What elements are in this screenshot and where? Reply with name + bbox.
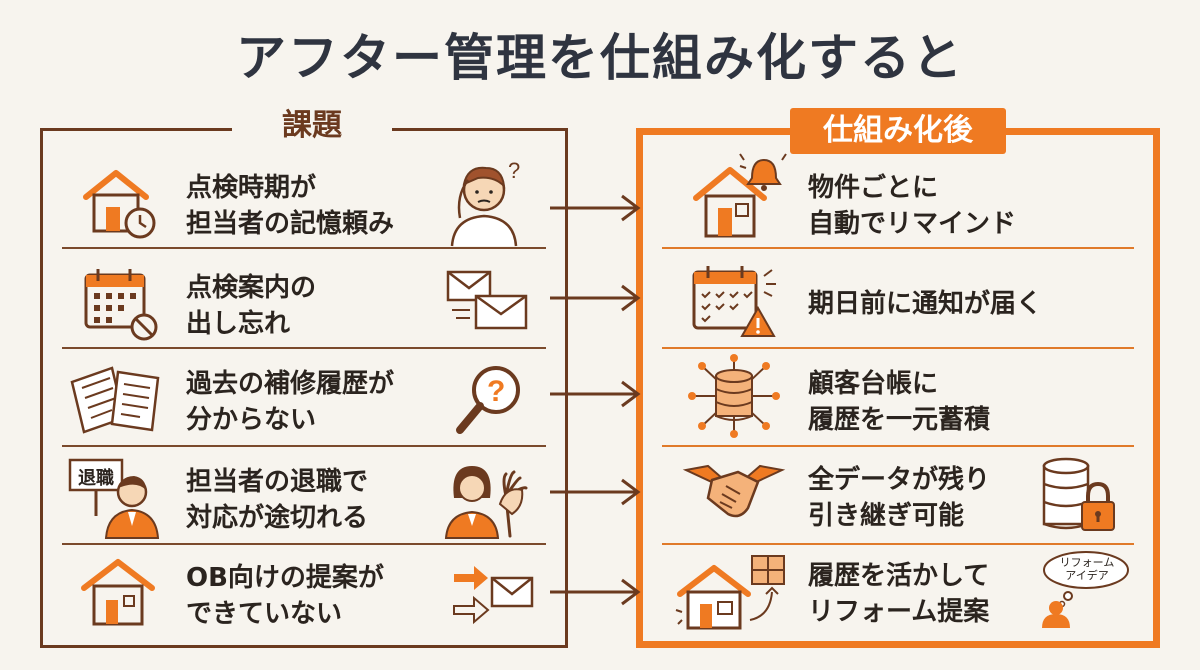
solution-text-4b: 引き継ぎ可能 <box>808 501 965 531</box>
calendar-alert-icon <box>692 266 776 337</box>
divider <box>62 445 546 447</box>
problem-text-1b: 担当者の記憶頼み <box>186 209 395 239</box>
waving-woman-icon <box>444 466 528 539</box>
problem-text-3b: 分からない <box>186 405 317 435</box>
house-icon <box>81 559 155 626</box>
problem-text-3a: 過去の補修履歴が <box>186 369 395 399</box>
confused-person-icon: ? <box>450 158 520 247</box>
documents-icon <box>70 366 160 434</box>
calendar-cancel-icon <box>84 269 158 341</box>
arrow-icon <box>550 478 641 506</box>
solutions-header: 仕組み化後 <box>790 108 1006 154</box>
problem-text-4a: 担当者の退職で <box>186 467 369 497</box>
database-lock-icon <box>1042 457 1115 531</box>
problem-text-2b: 出し忘れ <box>186 309 291 339</box>
solution-text-3b: 履歴を一元蓄積 <box>808 405 991 435</box>
retiring-person-icon <box>68 458 160 539</box>
bubble-text-2: アイデア <box>1065 569 1109 582</box>
handshake-icon <box>682 464 786 518</box>
svg-text:?: ? <box>487 375 505 408</box>
arrow-icon <box>550 194 641 222</box>
house-bell-icon <box>693 153 787 238</box>
problem-text-5b: できていない <box>186 599 343 629</box>
magnifier-icon: ? <box>456 366 520 434</box>
divider <box>62 543 546 545</box>
solution-text-5a: 履歴を活かして <box>808 561 990 591</box>
divider <box>662 247 1134 249</box>
solution-text-5b: リフォーム提案 <box>808 597 990 627</box>
arrow-icon <box>550 578 641 606</box>
database-network-icon <box>688 354 780 438</box>
divider <box>62 347 546 349</box>
send-arrows-mail-icon <box>453 566 534 625</box>
envelopes-icon <box>446 270 528 330</box>
arrow-icon <box>550 380 641 408</box>
divider <box>662 543 1134 545</box>
solution-text-4a: 全データが残り <box>808 465 991 495</box>
arrow-icon <box>550 284 641 312</box>
divider <box>62 247 546 249</box>
problems-header: 課題 <box>232 106 392 146</box>
divider <box>662 347 1134 349</box>
problem-text-2a: 点検案内の <box>186 273 317 303</box>
house-clock-icon <box>83 170 156 239</box>
solution-text-1a: 物件ごとに <box>808 173 939 203</box>
problem-text-4b: 対応が途切れる <box>186 503 369 533</box>
problem-text-1a: 点検時期が <box>186 173 317 203</box>
page-title: アフター管理を仕組み化すると <box>236 29 964 87</box>
divider <box>662 445 1134 447</box>
solution-text-1b: 自動でリマインド <box>808 209 1017 239</box>
retire-sign-text: 退職 <box>78 468 114 489</box>
problem-text-5a: OB向けの提案が <box>186 563 384 593</box>
thought-bubble-person-icon <box>1042 551 1129 628</box>
svg-text:?: ? <box>508 158 520 183</box>
solution-text-2a: 期日前に通知が届く <box>808 289 1043 319</box>
solution-text-3a: 顧客台帳に <box>808 369 939 399</box>
bubble-text-1: リフォーム <box>1059 556 1115 569</box>
house-renovation-icon <box>675 555 785 630</box>
bubble-text: リフォーム アイデア <box>1048 556 1126 582</box>
